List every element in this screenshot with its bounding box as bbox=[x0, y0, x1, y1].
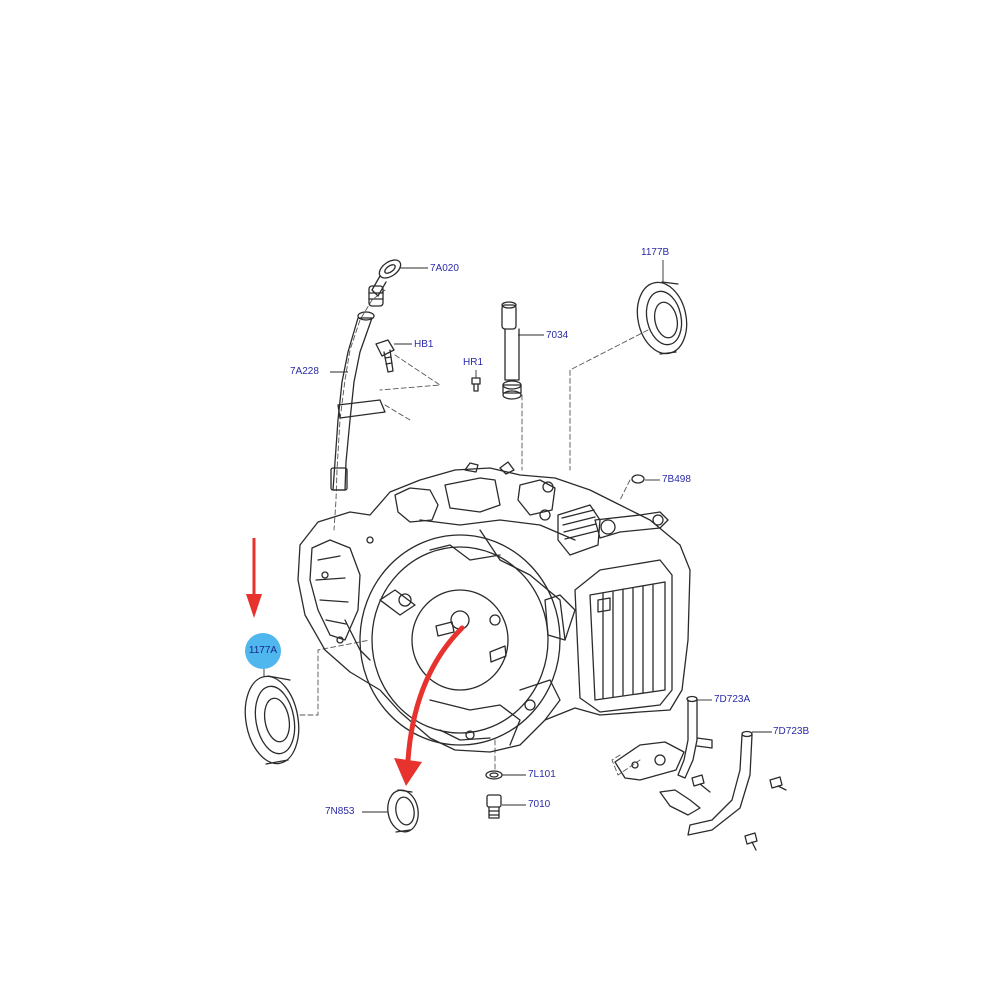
callout-ticks bbox=[263, 260, 772, 813]
o-ring-part bbox=[631, 474, 645, 484]
dipstick-tube-part bbox=[330, 311, 386, 491]
callout-7l101: 7L101 bbox=[528, 769, 556, 780]
callout-1177b: 1177B bbox=[641, 247, 670, 258]
callout-1177a: 1177A bbox=[248, 645, 278, 656]
transmission-assembly bbox=[297, 461, 691, 753]
callout-7a020: 7A020 bbox=[430, 263, 459, 274]
callout-highlight bbox=[245, 633, 281, 669]
cooler-tube-assembly bbox=[614, 695, 787, 851]
seal-1177b-part bbox=[636, 281, 688, 355]
dipstick-handle-part bbox=[368, 259, 402, 307]
callout-hb1: HB1 bbox=[414, 339, 434, 350]
callout-7d723b: 7D723B bbox=[773, 726, 810, 737]
bolt-hb1-part bbox=[375, 339, 395, 373]
callout-7b498: 7B498 bbox=[662, 474, 691, 485]
callout-7010: 7010 bbox=[528, 799, 551, 810]
callout-7034: 7034 bbox=[546, 330, 569, 341]
seal-1177a-part bbox=[244, 675, 300, 765]
drain-plug-part bbox=[486, 794, 502, 819]
bolt-hr1-part bbox=[471, 377, 481, 392]
callout-7a228: 7A228 bbox=[290, 366, 319, 377]
red-arrows bbox=[246, 538, 465, 786]
washer-part bbox=[485, 770, 503, 780]
callout-7d723a: 7D723A bbox=[714, 694, 751, 705]
callout-7n853: 7N853 bbox=[325, 806, 355, 817]
vent-tube-part bbox=[501, 301, 522, 400]
callout-hr1: HR1 bbox=[463, 357, 484, 368]
seal-7n853-part bbox=[387, 789, 419, 833]
